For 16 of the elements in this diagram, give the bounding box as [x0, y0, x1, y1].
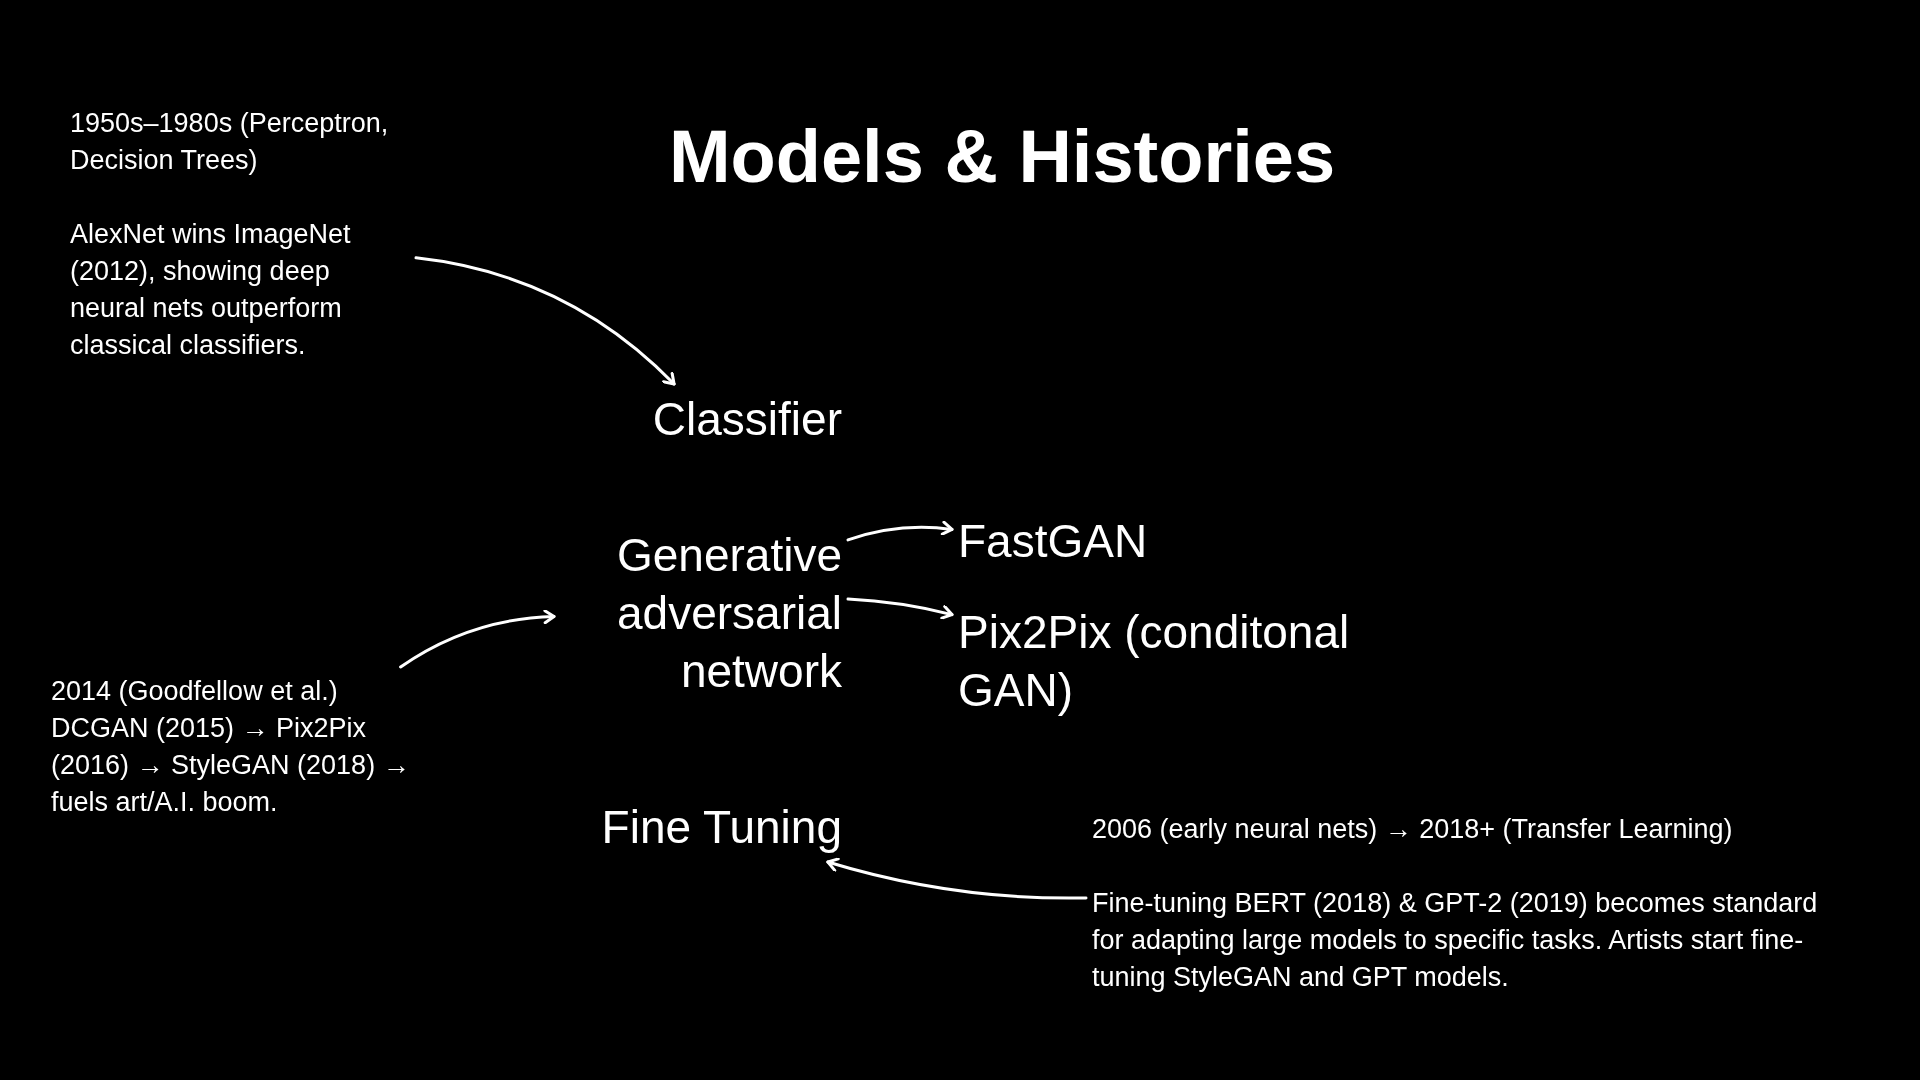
note-text: 1950s–1980s (Perceptron, Decision Trees) — [70, 107, 390, 177]
model-label: Classifier — [651, 392, 842, 447]
arrow — [826, 857, 1088, 900]
arrow — [846, 520, 954, 542]
model-label: Generative adversarial network — [616, 528, 842, 699]
title: Models & Histories — [667, 114, 1337, 200]
model-label: Pix2Pix (conditonal GAN) — [958, 605, 1351, 718]
arrow — [399, 609, 556, 669]
note-text: 2006 (early neural nets) → 2018+ (Transfer Learning) — [1092, 813, 1734, 846]
model-label: FastGAN — [958, 514, 1149, 569]
note-text: Fine-tuning BERT (2018) & GPT-2 (2019) becomes standard for adapting large models to specific tasks. Artists start fine-tuning StyleGAN and GPT models. — [1092, 887, 1819, 994]
arrow — [846, 597, 954, 620]
note-text: 2014 (Goodfellow et al.) DCGAN (2015) → Pix2Pix (2016) → StyleGAN (2018) → fuels art/A.I. boom. — [51, 675, 411, 819]
model-label: Fine Tuning — [600, 800, 842, 855]
arrow — [414, 256, 676, 386]
note-text: AlexNet wins ImageNet (2012), showing deep neural nets outperform classical classifiers. — [70, 218, 352, 362]
